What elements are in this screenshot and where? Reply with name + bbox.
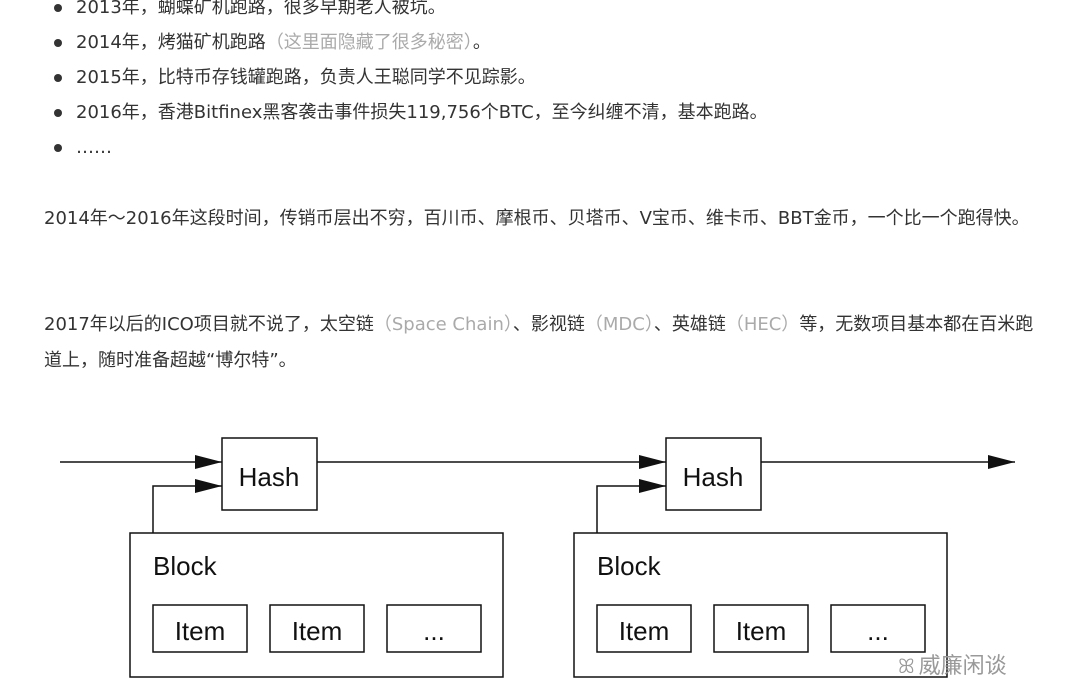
block-unit: Hash Block Item Item ...: [129, 437, 504, 678]
text: 2017年以后的ICO项目就不说了，太空链: [44, 314, 374, 335]
item-label: Item: [175, 616, 226, 646]
paragraph: 2014年～2016年这段时间，传销币层出不穷，百川币、摩根币、贝塔币、V宝币、…: [44, 208, 1030, 229]
list-item: 2015年，比特币存钱罐跑路，负责人王聪同学不见踪影。: [54, 60, 536, 96]
list-text: ……: [76, 137, 112, 158]
arrow-head: [639, 455, 666, 469]
paragraph: 2017年以后的ICO项目就不说了，太空链（Space Chain）、影视链（M…: [44, 307, 1044, 379]
note: （HEC）: [725, 314, 800, 335]
list-tail: 。: [472, 32, 491, 53]
arrow-head: [195, 479, 222, 493]
block-box: [573, 532, 948, 678]
watermark-text: 威廉闲谈: [918, 654, 1007, 679]
note: （Space Chain）: [373, 314, 513, 335]
list-text: 2016年，香港Bitfinex黑客袭击事件损失119,756个BTC，至今纠缠…: [76, 102, 768, 123]
list-item: 2016年，香港Bitfinex黑客袭击事件损失119,756个BTC，至今纠缠…: [54, 95, 768, 131]
item-label: Item: [292, 616, 343, 646]
text: 等，无数项目基本都在百米跑道上，随时准备超越“博尔特”。: [44, 314, 1034, 371]
list-text: 2015年，比特币存钱罐跑路，负责人王聪同学不见踪影。: [76, 67, 536, 88]
item-label: Item: [736, 616, 787, 646]
block-label: Block: [153, 551, 218, 581]
bullet: [54, 39, 62, 47]
item-box: [596, 604, 692, 653]
block-unit: Hash Block Item Item ...: [573, 437, 948, 678]
bullet: [54, 74, 62, 82]
hash-label: Hash: [683, 462, 744, 492]
item-label: Item: [619, 616, 670, 646]
more-box: [386, 604, 482, 653]
more-label: ...: [867, 616, 889, 646]
list-text: 2013年，蝴蝶矿机跑路，很多早期老人被坑。: [76, 0, 446, 18]
more-box: [830, 604, 926, 653]
text: 、影视链: [512, 314, 585, 335]
arrow-head: [195, 455, 222, 469]
note: （MDC）: [584, 314, 654, 335]
bullet: [54, 4, 62, 12]
item-box: [713, 604, 809, 653]
list-item: 2013年，蝴蝶矿机跑路，很多早期老人被坑。: [54, 0, 446, 26]
arrow-head: [988, 455, 1015, 469]
more-label: ...: [423, 616, 445, 646]
block-box: [129, 532, 504, 678]
list-item: ……: [54, 130, 112, 166]
hash-box: [665, 437, 762, 511]
hash-box: [221, 437, 318, 511]
arrow-head: [639, 479, 666, 493]
block-label: Block: [597, 551, 662, 581]
hash-label: Hash: [239, 462, 300, 492]
text: 、英雄链: [653, 314, 726, 335]
list-item: 2014年，烤猫矿机跑路（这里面隐藏了很多秘密）。: [54, 25, 491, 61]
wechat-icon: ꕤ: [898, 654, 915, 678]
bullet: [54, 144, 62, 152]
item-box: [152, 604, 248, 653]
bullet: [54, 109, 62, 117]
list-note: （这里面隐藏了很多秘密）: [265, 32, 473, 53]
item-box: [269, 604, 365, 653]
list-text: 2014年，烤猫矿机跑路: [76, 32, 266, 53]
